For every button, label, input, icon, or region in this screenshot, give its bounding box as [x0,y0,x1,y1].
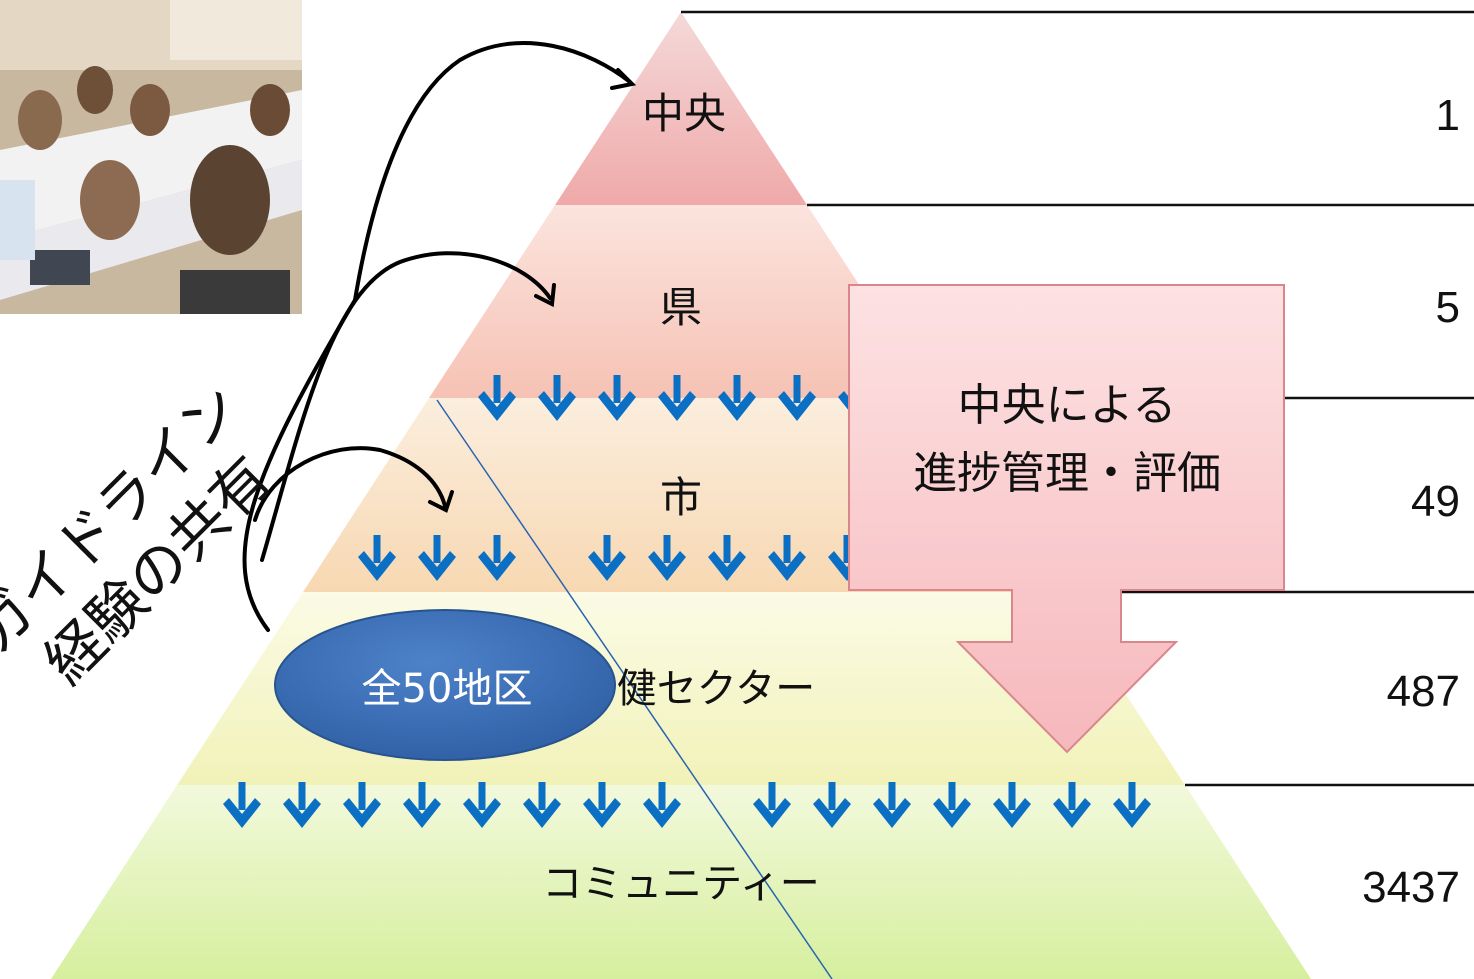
tier-label-health-sector: 健セクター [617,666,815,712]
tier-label-community: コミュニティー [542,861,820,907]
sharing-arrows [242,41,637,632]
count-health-sector: 487 [1387,667,1460,716]
district-oval-label: 全50地区 [362,666,533,712]
count-central: 1 [1436,91,1460,140]
callout-line-1: 中央による [958,380,1177,431]
tier-central [555,12,807,205]
tier-label-central: 中央 [642,89,726,138]
callout-line-2: 進捗管理・評価 [913,448,1221,499]
count-prefecture: 5 [1436,283,1460,332]
tier-community [51,785,1311,979]
workshop-photo-illustration [0,0,302,314]
district-oval [274,609,616,761]
tier-prefecture [429,205,933,398]
tier-label-prefecture: 県 [660,283,702,332]
workshop-photo [0,0,302,314]
divider-line [436,399,833,979]
count-city: 49 [1411,477,1460,526]
callout-arrow [848,284,1285,754]
count-community: 3437 [1362,863,1460,912]
tier-label-city: 市 [660,473,702,522]
